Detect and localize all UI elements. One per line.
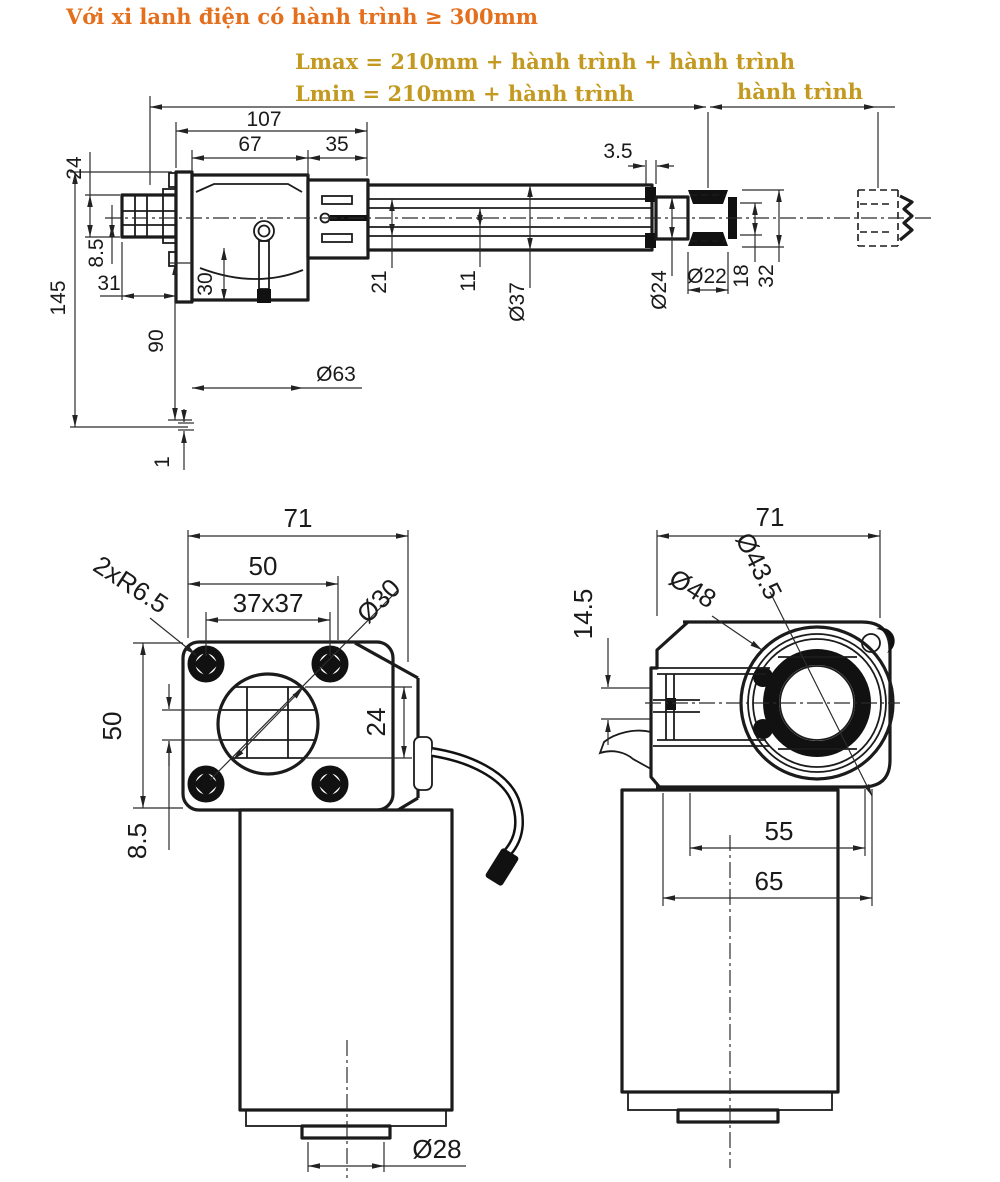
- shaft-boss-bottom: [300, 1124, 392, 1140]
- page-title: Với xi lanh điện có hành trình ≥ 300mm: [66, 4, 539, 29]
- dim-hub-height: 24: [361, 708, 391, 737]
- dim-section-width: 71: [756, 502, 785, 532]
- section-view-geometry: [598, 620, 900, 1168]
- dim-screw-diameter: 11: [457, 270, 480, 292]
- end-seal: [645, 187, 656, 202]
- dim-bush-outer: 32: [755, 264, 778, 287]
- dim-hole-spacing: 37x37: [233, 588, 304, 618]
- front-view-geometry: [181, 640, 525, 1178]
- gear-housing: [656, 620, 892, 789]
- dim-rod-diameter: Ø24: [648, 270, 671, 310]
- dim-tube-diameter: Ø37: [506, 282, 529, 322]
- front-clevis-section: [598, 620, 770, 792]
- dim-plate-height: 50: [97, 712, 127, 741]
- dim-corner-radius: 2xR6.5: [88, 549, 173, 619]
- lmin-formula: Lmin = 210mm + hành trình: [295, 81, 634, 106]
- stroke-length-label: hành trình: [737, 79, 863, 104]
- dim-front-width: 71: [284, 503, 313, 533]
- dim-clamp-length: 35: [325, 133, 348, 156]
- cable-connector: [413, 736, 433, 791]
- dim-total-height: 145: [47, 280, 70, 315]
- bolt-hole: [861, 633, 881, 653]
- dim-gearbox-length: 67: [238, 133, 261, 156]
- dim-motor-width: 65: [755, 866, 784, 896]
- dim-clevis-slot: 8.5: [85, 238, 108, 267]
- dim-end-cap: 1: [151, 456, 174, 468]
- dim-clevis-depth: 31: [97, 272, 120, 295]
- side-view-dimensions: [70, 96, 895, 470]
- rear-clevis: [120, 193, 178, 239]
- dim-hub-slot: 8.5: [122, 823, 152, 859]
- lmax-formula: Lmax = 210mm + hành trình + hành trình: [295, 49, 796, 74]
- rear-plate: [174, 170, 194, 304]
- dim-clevis-offset: 14.5: [568, 589, 598, 640]
- cable-clip: [598, 729, 652, 770]
- side-view-geometry: [105, 170, 935, 304]
- side-view: 107 67 35 3.5 24 8.5 31 145 90 30 Ø63 1 …: [47, 96, 935, 470]
- dim-stop-width: 3.5: [603, 140, 632, 163]
- dim-shaft-offset: 30: [194, 272, 217, 295]
- corner-fill: [876, 627, 895, 653]
- dim-clevis-height: 24: [63, 156, 86, 180]
- dim-ring-diameter: Ø43.5: [730, 528, 789, 605]
- section-view-dimensions: [601, 530, 881, 906]
- section-view: 71 Ø43.5 Ø48 14.5 55 65: [568, 502, 900, 1168]
- dim-motor-length: 90: [145, 329, 168, 352]
- dim-motor-diameter: Ø63: [316, 363, 356, 386]
- dim-housing-diameter: Ø48: [664, 563, 722, 614]
- dim-overall-length: 107: [246, 108, 281, 131]
- mounting-holes: [187, 645, 349, 803]
- dim-bush-inner: 18: [730, 264, 753, 287]
- dim-bush-diameter: Ø22: [687, 265, 727, 288]
- dim-motor-core-width: 55: [765, 816, 794, 846]
- front-view-dimensions: [133, 530, 466, 1172]
- dim-plate-width: 50: [249, 551, 278, 581]
- dim-shaft-boss-diameter: Ø28: [412, 1134, 461, 1164]
- dim-rod-inner: 21: [368, 270, 391, 293]
- cable-tip: [485, 848, 519, 886]
- front-view: 71 50 37x37 2xR6.5 Ø30 50 24 8.5 Ø28: [88, 503, 525, 1178]
- motor-body-front: [238, 808, 454, 1112]
- dim-hub-diameter: Ø30: [351, 573, 407, 629]
